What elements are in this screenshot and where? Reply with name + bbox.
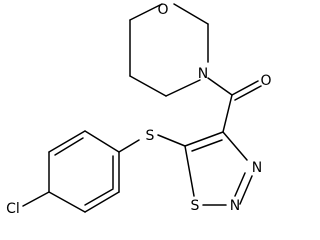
atom-label-chlorine: Cl [6,201,20,217]
atom-label-sulfur-ring: S [191,198,200,214]
bond [231,80,259,96]
bond [22,191,50,207]
bond [118,139,140,153]
thiadiazole-ring [184,131,253,205]
atom-label-nitrogen-morpholine: N [198,66,208,82]
chemical-structure: O N O S N S N Cl [6,2,271,217]
bond [165,79,201,97]
bond [222,94,233,133]
bond [84,130,120,153]
bond [54,137,84,156]
bond [191,139,223,152]
bond [48,130,86,153]
atom-label-sulfur-thioether: S [146,128,155,144]
bond [129,75,167,97]
bond [129,3,163,21]
atom-label-nitrogen-ring-2: N [230,198,240,214]
bond [84,188,114,206]
bond [207,77,233,96]
bond [234,172,246,197]
bond [84,191,120,213]
bond [48,191,86,213]
atom-label-nitrogen-ring-1: N [252,160,262,176]
bond [184,131,224,147]
atom-label-oxygen-morpholine: O [157,2,168,18]
bond [173,3,209,25]
bond [157,134,186,147]
morpholine-ring [129,3,209,97]
bond [222,131,248,161]
bond [234,85,262,101]
carbonyl-group [231,80,262,101]
atom-label-oxygen-carbonyl: O [260,73,271,89]
phenyl-ring [48,130,120,213]
bond [184,145,195,197]
bond [239,175,253,205]
